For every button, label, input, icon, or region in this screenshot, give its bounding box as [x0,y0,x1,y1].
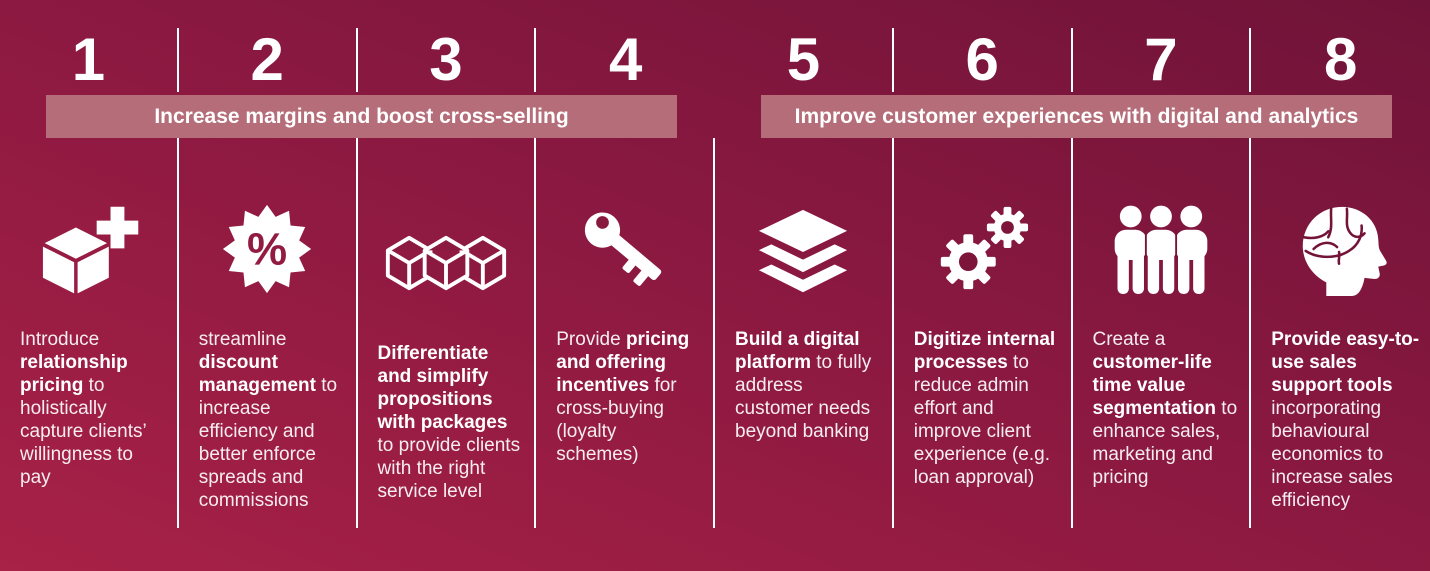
head-brain-icon [1302,206,1387,297]
group-banner: Improve customer experiences with digita… [761,95,1392,138]
discount-percent-badge-icon: % [223,204,312,294]
step-number: 3 [358,28,537,92]
strategy-column: Build a digital platform to fully addres… [713,138,894,528]
step-number: 6 [894,28,1073,92]
step-number: 2 [179,28,358,92]
step-number-row: 1 2 3 4 [0,28,715,92]
strategy-column: Provide easy-to-use sales support tools … [1251,138,1430,528]
strategy-column: Digitize internal processes to reduce ad… [894,138,1073,528]
group-banner: Increase margins and boost cross-selling [46,95,677,138]
cube-plus-icon [43,206,139,294]
people-group-icon [1114,205,1208,294]
step-number: 1 [0,28,179,92]
packages-cubes-icon [385,235,506,291]
strategy-text: Create a customer-life time value segmen… [1092,329,1238,488]
step-number: 7 [1073,28,1252,92]
layers-icon [759,209,848,293]
strategy-text: Provide pricing and offering incentives … [556,329,690,465]
strategy-column: % streamline discount management to incr… [179,138,358,528]
key-icon [584,212,661,286]
strategy-text: Provide easy-to-use sales support tools … [1271,329,1420,511]
strategy-column: Introduce relationship pricing to holist… [0,138,179,528]
strategy-text: Introduce relationship pricing to holist… [20,329,147,488]
step-number: 4 [608,26,643,93]
strategy-group-1: 1 2 3 4 Increase margins and boost cross… [0,28,715,528]
step-number: 5 [715,28,894,92]
strategy-group-2: 5 6 7 8 Improve customer experiences wit… [713,0,1430,571]
strategy-column: Differentiate and simplify propositions … [358,138,537,528]
step-number-row: 5 6 7 8 [715,28,1430,92]
gears-icon [940,206,1029,290]
strategy-text: Differentiate and simplify propositions … [377,343,521,502]
step-number: 8 [1323,26,1358,93]
strategy-text: Build a digital platform to fully addres… [735,329,872,442]
svg-text:%: % [247,224,287,275]
strategy-text: streamline discount management to increa… [198,329,338,511]
strategy-column: Create a customer-life time value segmen… [1073,138,1252,528]
strategy-column: Provide pricing and offering incentives … [536,138,715,528]
strategy-text: Digitize internal processes to reduce ad… [913,329,1056,488]
